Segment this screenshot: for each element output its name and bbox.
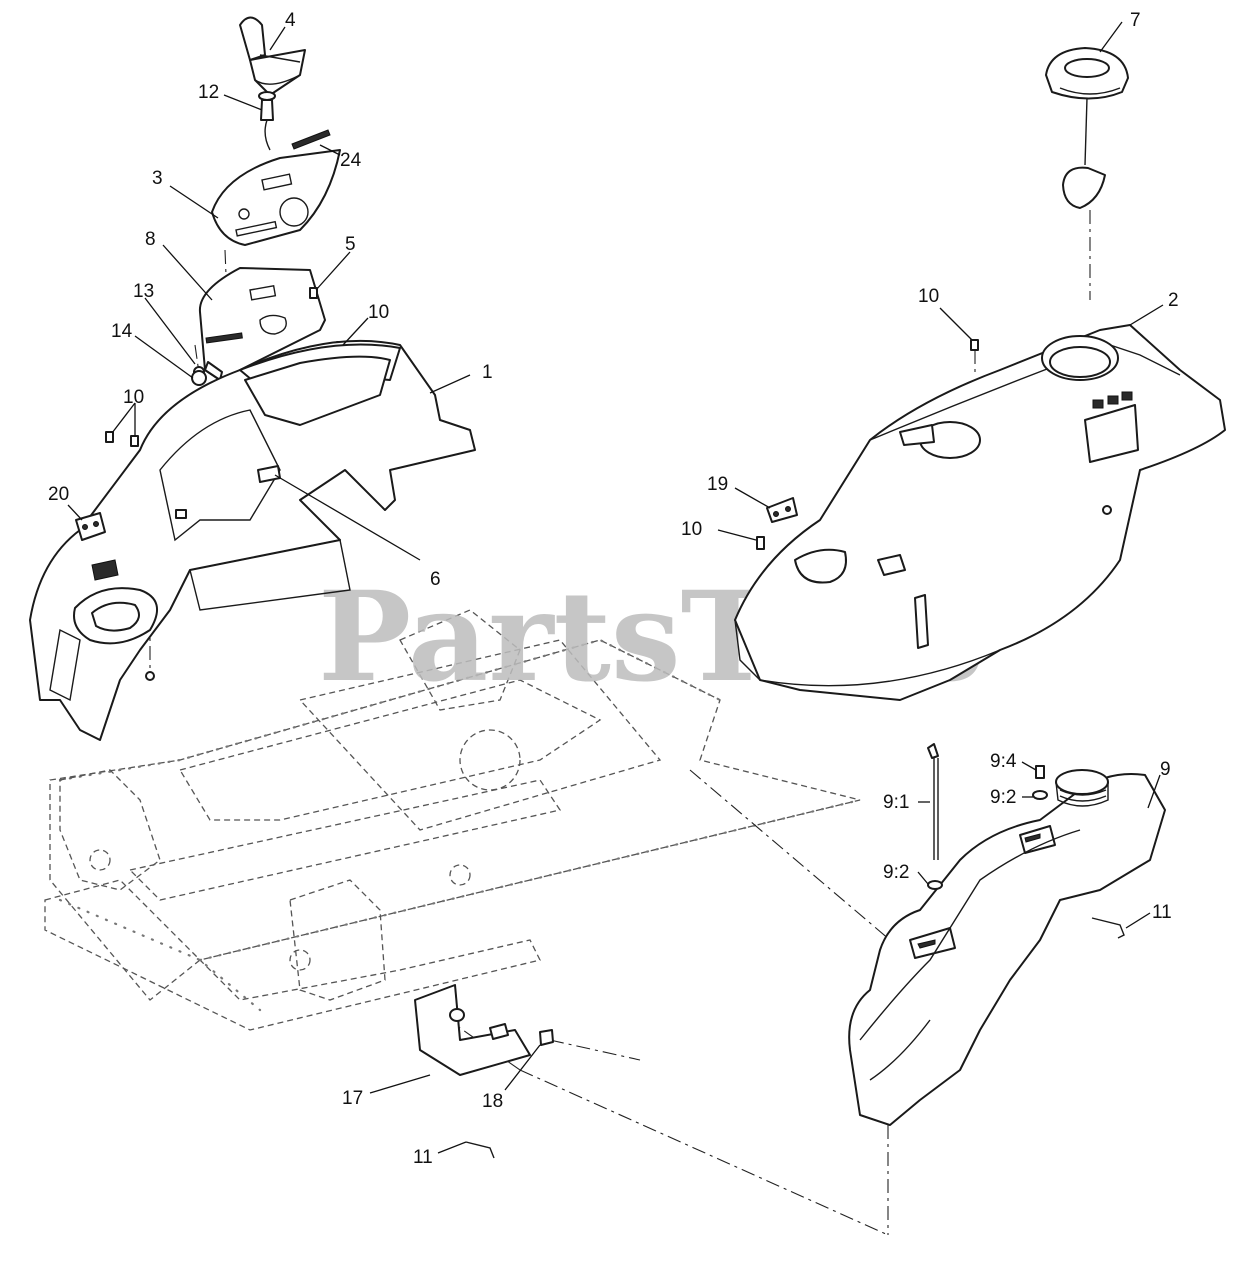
part-18-bolt: [539, 1029, 554, 1046]
part-9-1-pickup-tube: [927, 743, 939, 860]
part-8-control-plate: [198, 267, 326, 381]
callout-24: 24: [340, 150, 362, 171]
callout-17: 17: [342, 1088, 363, 1109]
callout-19: 19: [707, 474, 728, 495]
callout-9-2a: 9:2: [990, 787, 1016, 808]
callout-20: 20: [48, 484, 69, 505]
callout-11b: 11: [413, 1147, 433, 1168]
callout-10a: 10: [368, 302, 389, 323]
callout-5: 5: [345, 234, 356, 255]
part-17-mount-bracket: [414, 984, 531, 1076]
callout-2: 2: [1168, 290, 1179, 311]
part-3-control-panel-decal: [211, 149, 341, 246]
part-11-clips: [465, 917, 1125, 1159]
part-9-4-fitting: [1035, 765, 1045, 779]
callout-7: 7: [1130, 10, 1141, 31]
part-24-decal: [291, 129, 331, 150]
part-7-fuel-cap: [1045, 47, 1129, 209]
callout-1: 1: [482, 362, 493, 383]
callout-10b: 10: [123, 387, 144, 408]
part-12-choke-cable: [258, 91, 276, 151]
callout-9-2b: 9:2: [883, 862, 909, 883]
callout-labels: 4 12 24 3 8 5 13 14 10 1 10 20 6 7 10 2 …: [48, 10, 1179, 1168]
callout-8: 8: [145, 229, 156, 250]
callout-13: 13: [133, 281, 154, 302]
callout-11a: 11: [1152, 902, 1172, 923]
part-5-fastener: [309, 287, 318, 299]
frame-chassis: [44, 609, 862, 1031]
callout-9-1: 9:1: [883, 792, 909, 813]
callout-10d: 10: [681, 519, 702, 540]
part-2-right-body: [734, 324, 1226, 701]
callout-4: 4: [285, 10, 296, 31]
callout-18: 18: [482, 1091, 503, 1112]
part-9-fuel-tank: [848, 769, 1166, 1126]
part-19-bracket: [766, 497, 798, 523]
callout-14: 14: [111, 321, 133, 342]
callout-9-4: 9:4: [990, 751, 1017, 772]
part-9-2-grommets: [927, 790, 1048, 890]
part-13-14-fasteners: [191, 366, 207, 386]
callout-12: 12: [198, 82, 219, 103]
callout-6: 6: [430, 569, 441, 590]
callout-10c: 10: [918, 286, 939, 307]
callout-9: 9: [1160, 759, 1171, 780]
part-20-bracket: [75, 512, 106, 541]
callout-3: 3: [152, 168, 163, 189]
part-6-clip: [257, 465, 281, 483]
part-1-left-body: [29, 339, 476, 741]
leader-lines: [67, 21, 1164, 1154]
part-4-throttle-control: [239, 16, 306, 96]
